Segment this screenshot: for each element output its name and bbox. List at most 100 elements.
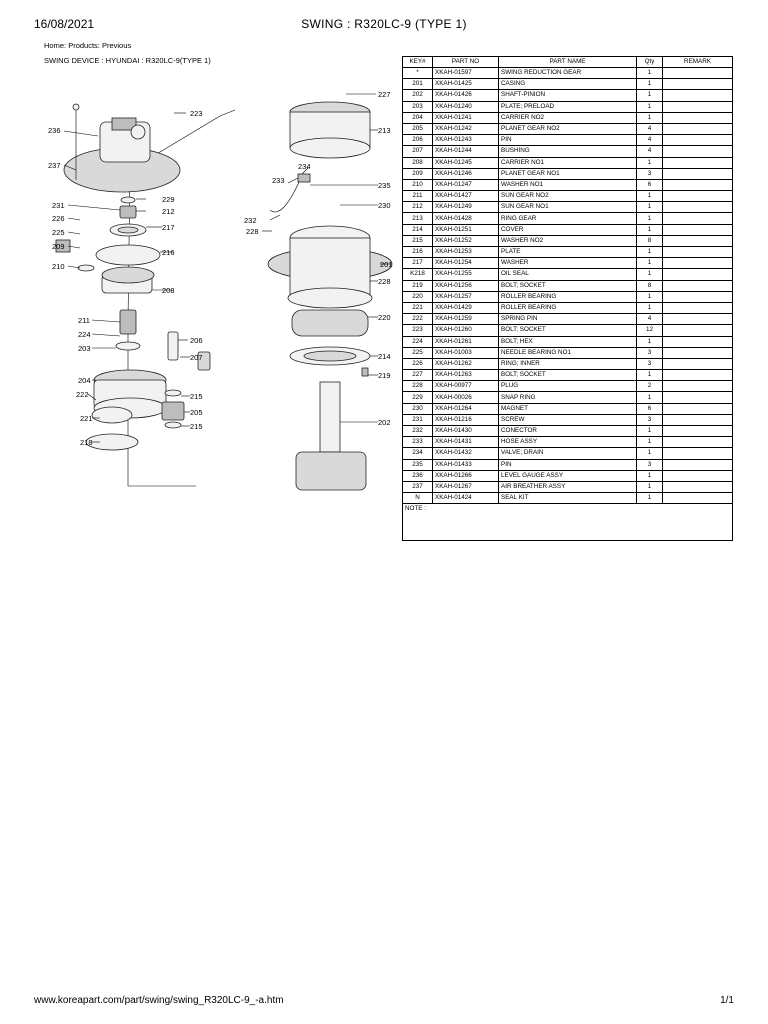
breadcrumb-products-link[interactable]: Products <box>68 41 98 50</box>
cell-part-name: SHAFT-PINION <box>498 89 637 102</box>
cell-key: 229 <box>402 391 433 404</box>
cell-part-name: CARRIER NO1 <box>498 156 637 169</box>
cell-remark <box>662 190 733 203</box>
column-header-part-no: PART NO <box>432 56 499 68</box>
cell-part-name: BOLT; HEX <box>498 335 637 348</box>
cell-qty: 3 <box>636 413 663 427</box>
breadcrumb-previous-link[interactable]: Previous <box>101 41 132 50</box>
cell-part-name: LEVEL GAUGE ASSY <box>498 469 637 482</box>
cell-part-no: XKAH-01428 <box>432 212 499 225</box>
cell-key: 216 <box>402 245 433 259</box>
cell-part-name: ROLLER BEARING <box>498 301 637 315</box>
cell-remark <box>662 78 733 91</box>
cell-part-no: XKAH-01264 <box>432 402 499 415</box>
cell-part-name: CASING <box>498 78 637 91</box>
cell-part-name: HOSE ASSY <box>498 436 637 449</box>
cell-key: 217 <box>402 257 433 270</box>
cell-part-name: WASHER <box>498 257 637 270</box>
cell-qty: 1 <box>636 111 663 124</box>
cell-key: 204 <box>402 111 433 124</box>
cell-remark <box>662 223 733 236</box>
cell-qty: 1 <box>636 201 663 214</box>
cell-key: 230 <box>402 402 433 415</box>
cell-qty: 1 <box>636 469 663 482</box>
cell-key: 231 <box>402 413 433 427</box>
cell-qty: 6 <box>636 402 663 415</box>
callout-label: 234 <box>298 162 311 171</box>
callout-label: 225 <box>52 228 65 237</box>
cell-part-name: RING; INNER <box>498 357 637 371</box>
cell-key: 237 <box>402 480 433 494</box>
cell-part-name: NEEDLE BEARING NO1 <box>498 346 637 359</box>
cell-key: 221 <box>402 301 433 315</box>
cell-part-no: XKAH-01427 <box>432 190 499 203</box>
breadcrumb-home-link[interactable]: Home <box>44 41 65 50</box>
cell-part-no: XKAH-01259 <box>432 313 499 326</box>
callout-label: 235 <box>378 181 391 190</box>
callout-label: 226 <box>52 214 65 223</box>
callout-label: 228 <box>378 277 391 286</box>
cell-remark <box>662 492 733 505</box>
cell-key: 202 <box>402 89 433 102</box>
cell-part-name: PLANET GEAR NO1 <box>498 167 637 180</box>
cell-key: K218 <box>402 268 433 281</box>
cell-part-no: XKAH-01426 <box>432 89 499 102</box>
cell-remark <box>662 145 733 158</box>
cell-key: 233 <box>402 436 433 449</box>
cell-qty: 1 <box>636 100 663 113</box>
cell-part-name: WASHER NO1 <box>498 178 637 192</box>
callout-label: 227 <box>378 90 391 99</box>
cell-part-no: XKAH-01255 <box>432 268 499 281</box>
cell-part-name: BOLT; SOCKET <box>498 324 637 337</box>
cell-part-no: XKAH-01244 <box>432 145 499 158</box>
cell-qty: 1 <box>636 190 663 203</box>
cell-remark <box>662 469 733 482</box>
cell-remark <box>662 212 733 225</box>
column-header-remark: REMARK <box>662 56 733 68</box>
cell-key: N <box>402 492 433 505</box>
cell-qty: 3 <box>636 346 663 359</box>
cell-part-name: BOLT; SOCKET <box>498 369 637 382</box>
callout-label: 224 <box>78 330 91 339</box>
cell-part-no: XKAH-00026 <box>432 391 499 404</box>
cell-part-name: CONECTOR <box>498 424 637 438</box>
cell-key: 215 <box>402 234 433 248</box>
cell-part-no: XKAH-01253 <box>432 245 499 259</box>
cell-part-name: SUN GEAR NO1 <box>498 201 637 214</box>
callout-label: 210 <box>52 262 65 271</box>
cell-part-name: PLANET GEAR NO2 <box>498 122 637 136</box>
cell-part-no: XKAH-01216 <box>432 413 499 427</box>
cell-remark <box>662 391 733 404</box>
page-number: 1/1 <box>720 995 734 1006</box>
note-label: NOTE : <box>402 503 733 542</box>
callout-label: 211 <box>78 316 90 325</box>
cell-remark <box>662 380 733 393</box>
callout-label: 217 <box>162 223 175 232</box>
cell-remark <box>662 436 733 449</box>
callout-label: 201 <box>380 260 393 269</box>
cell-key: * <box>402 66 433 80</box>
cell-qty: 1 <box>636 492 663 505</box>
column-header-part-name: PART NAME <box>498 56 637 68</box>
callout-label: 202 <box>378 418 391 427</box>
callout-label: 228 <box>246 227 259 236</box>
cell-part-no: XKAH-01433 <box>432 458 499 471</box>
cell-part-no: XKAH-01003 <box>432 346 499 359</box>
callout-label: 204 <box>78 376 91 385</box>
cell-qty: 1 <box>636 436 663 449</box>
cell-remark <box>662 335 733 348</box>
left-exploded-stack <box>55 196 211 451</box>
